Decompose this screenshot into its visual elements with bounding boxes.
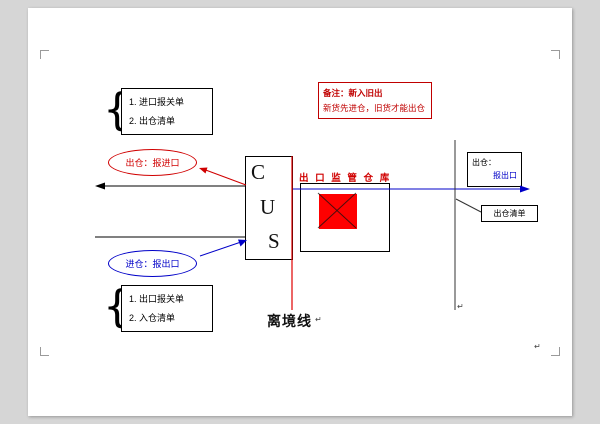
paragraph-mark: ↵	[457, 302, 464, 311]
cus-letter-u: U	[260, 195, 276, 219]
paragraph-mark: ↵	[315, 315, 322, 324]
red-square-marker	[319, 194, 357, 229]
cus-letter-c: C	[251, 160, 266, 184]
inbound-declare-export-ellipse: 进仓：报出口	[108, 250, 197, 277]
remark-line-2: 新货先进仓，旧货才能出仓	[323, 103, 426, 113]
text-boundary-mark-bottom-right	[551, 347, 560, 356]
text-boundary-mark-top-left	[40, 50, 49, 59]
outbound-declare-export-line-1: 出仓：	[472, 158, 496, 167]
cus-letter-s: S	[268, 229, 280, 253]
remark-box: 备注：新入旧出 新货先进仓，旧货才能出仓	[318, 82, 432, 119]
text-boundary-mark-bottom-left	[40, 347, 49, 356]
outbound-declare-import-ellipse: 出仓：报进口	[108, 149, 197, 176]
remark-line-1: 备注：新入旧出	[323, 88, 383, 98]
import-docs-list: 1. 进口报关单 2. 出仓清单	[121, 88, 213, 135]
inbound-declare-export-label: 进仓：报出口	[125, 259, 180, 269]
customs-box: C U S	[245, 156, 293, 260]
warehouse-title: 出 口 监 管 仓 库	[299, 173, 392, 184]
outbound-declare-export-box: 出仓： 报出口	[467, 152, 522, 187]
outbound-declare-export-line-2: 报出口	[493, 171, 517, 180]
paragraph-mark: ↵	[534, 342, 541, 351]
departure-line-label: 离境线	[267, 313, 312, 329]
export-docs-list: 1. 出口报关单 2. 入仓清单	[121, 285, 213, 332]
warehouse-box	[300, 183, 390, 252]
import-docs-item-2: 2. 出仓清单	[129, 116, 176, 126]
import-docs-item-1: 1. 进口报关单	[129, 97, 185, 107]
outbound-list-label: 出仓清单	[493, 209, 526, 218]
outbound-declare-import-label: 出仓：报进口	[125, 158, 180, 168]
export-docs-item-2: 2. 入仓清单	[129, 313, 176, 323]
export-docs-item-1: 1. 出口报关单	[129, 294, 185, 304]
outbound-list-box: 出仓清单	[481, 205, 538, 222]
text-boundary-mark-top-right	[551, 50, 560, 59]
